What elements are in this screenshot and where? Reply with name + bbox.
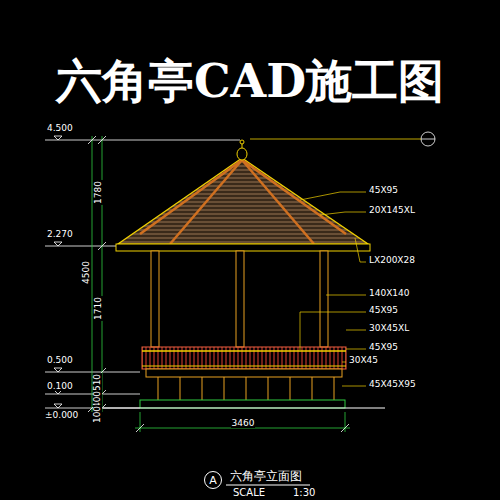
scale-text: SCALE bbox=[232, 488, 266, 498]
member-size: 45X95 bbox=[368, 343, 399, 352]
dimension: 1780 bbox=[94, 180, 103, 205]
elevation-mark: 2.270 bbox=[46, 230, 74, 239]
ground-line bbox=[100, 407, 385, 408]
roof-ridges bbox=[140, 160, 346, 244]
elevation-mark: 4.500 bbox=[46, 124, 74, 133]
roof bbox=[118, 158, 368, 244]
member-size: LX200X28 bbox=[368, 256, 416, 265]
caption-underline bbox=[226, 485, 310, 486]
columns bbox=[151, 251, 328, 347]
member-size: 140X140 bbox=[368, 289, 411, 298]
view-marker-circle: A bbox=[204, 471, 222, 489]
platform-beam bbox=[146, 369, 342, 377]
member-size: 30X45 bbox=[348, 356, 379, 365]
page-title: 六角亭CAD施工图 bbox=[56, 58, 444, 104]
elevation-mark: 0.100 bbox=[46, 382, 74, 391]
elevation-mark: 0.500 bbox=[46, 356, 74, 365]
platform-posts bbox=[158, 377, 334, 400]
dimension: 100 bbox=[94, 404, 103, 423]
drawing-caption: 六角亭立面图 bbox=[230, 470, 302, 482]
member-size: 45X95 bbox=[368, 306, 399, 315]
member-size: 45X95 bbox=[368, 186, 399, 195]
foundation bbox=[140, 400, 345, 408]
elevation-mark: ±0.000 bbox=[44, 411, 79, 420]
finial bbox=[237, 140, 247, 160]
dimension: 4500 bbox=[82, 260, 91, 285]
dimension: 510 bbox=[94, 372, 103, 391]
member-size: 30X45XL bbox=[368, 324, 410, 333]
member-size: 45X45X95 bbox=[368, 380, 417, 389]
detail-symbol bbox=[250, 132, 435, 146]
dimension: 1710 bbox=[94, 296, 103, 321]
eave-board bbox=[116, 244, 370, 251]
dimension: 3460 bbox=[231, 419, 256, 428]
railing bbox=[142, 347, 346, 369]
view-letter: A bbox=[209, 474, 217, 487]
scale-text: 1:30 bbox=[292, 488, 316, 498]
member-size: 20X145XL bbox=[368, 206, 416, 215]
